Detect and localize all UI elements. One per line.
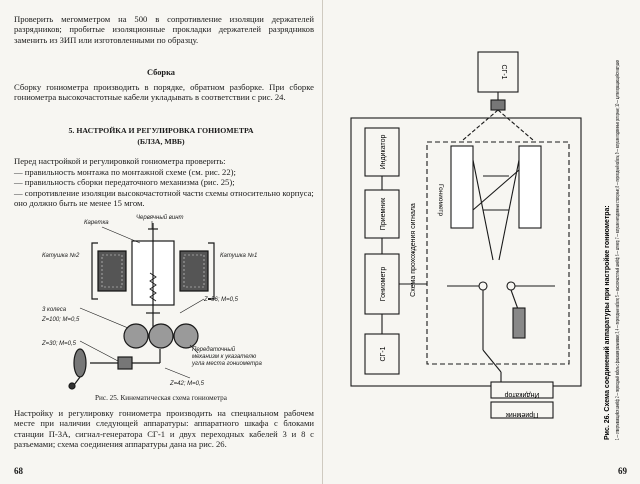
label-carriage: Каретка: [84, 220, 109, 226]
signal-path-frame: [426, 141, 570, 365]
heading-section-5-sub: (БЛЗА, МВБ): [137, 137, 185, 146]
label-gonio-inner: Гониометр: [437, 184, 444, 216]
gear-3: [173, 323, 199, 349]
label-z42: Z=42; М=0,5: [169, 381, 205, 387]
label-signal-path: Схема прохождения сигнала: [410, 203, 417, 297]
label-receiver-right: Приемник: [505, 411, 538, 418]
check-list: — правильность монтажа по монтажной схем…: [14, 167, 314, 208]
coil-1: [179, 250, 209, 292]
label-sg1-top: СГ-1: [500, 64, 507, 79]
label-coil-2: Катушка №2: [42, 252, 80, 259]
block-indicator: [364, 127, 400, 177]
page-number-left: 68: [14, 466, 23, 476]
label-mechanism: Передаточный механизм к указателю угла м…: [191, 346, 262, 367]
label-coil-1: Катушка №1: [220, 252, 257, 259]
check-item: — сопротивление изоляции высокочастотной…: [14, 187, 314, 208]
outer-frame: [350, 117, 582, 387]
label-z56: Z=56; М=0,5: [203, 297, 239, 303]
right-page: СГ-1 Гониометр Приемник Индикатор СГ-1 И…: [322, 0, 640, 484]
figure-25-kinematic-scheme: Каретка Червячный винт Катушка №2 Катушк…: [41, 214, 262, 390]
label-gears-3: 3 колеса: [42, 307, 67, 313]
label-sg1-bottom: СГ-1: [380, 346, 387, 361]
block-indicator-right: [490, 381, 554, 399]
figure-25-caption: Рис. 25. Кинематическая схема гониометра: [95, 394, 227, 402]
paragraph-insulation-check: Проверить мегомметром на 500 в сопротивл…: [14, 14, 314, 45]
label-z100: Z=100; М=0,5: [41, 317, 80, 323]
label-indicator: Индикатор: [380, 135, 387, 170]
page-number-right: 69: [618, 466, 627, 476]
gear-1: [123, 323, 149, 349]
heading-assembly: Сборка: [147, 68, 175, 77]
label-z30: Z=30; М=0,5: [41, 341, 77, 347]
paragraph-assembly: Сборку гониометра производить в порядке,…: [14, 82, 314, 103]
stator-coil-left: [450, 145, 474, 229]
label-worm: Червячный винт: [136, 214, 184, 221]
figure-26-caption-body: 1 — отвертывающийся шнейф; 2 — переходны…: [614, 60, 621, 440]
worm-screw: [149, 272, 157, 302]
figure-26-caption-title: Рис. 26. Схема соединений аппаратуры при…: [603, 205, 611, 440]
figure-26-connection-diagram: СГ-1 Гониометр Приемник Индикатор СГ-1 И…: [350, 51, 621, 440]
paragraph-workplace: Настройку и регулировку гониометра произ…: [14, 408, 314, 449]
block-receiver-right: [490, 401, 554, 419]
block-receiver: [364, 189, 400, 239]
block-goniometer: [364, 253, 400, 315]
stator-coil-right: [518, 145, 542, 229]
left-page: Проверить мегомметром на 500 в сопротивл…: [14, 14, 314, 476]
block-sg1-top: [477, 51, 519, 93]
label-indicator-right: Индикатор: [505, 391, 540, 398]
check-item: — правильность сборки передаточного меха…: [14, 177, 235, 188]
check-item: — правильность монтажа по монтажной схем…: [14, 167, 236, 177]
coil-2: [97, 250, 127, 292]
label-receiver: Приемник: [380, 197, 387, 230]
handwheel: [73, 348, 87, 378]
gear-2: [148, 323, 174, 349]
heading-section-5: 5. НАСТРОЙКА И РЕГУЛИРОВКА ГОНИОМЕТРА: [68, 126, 254, 135]
label-goniometer-block: Гониометр: [380, 267, 387, 302]
paragraph-before-setup: Перед настройкой и регулировкой гониомет…: [14, 156, 226, 166]
